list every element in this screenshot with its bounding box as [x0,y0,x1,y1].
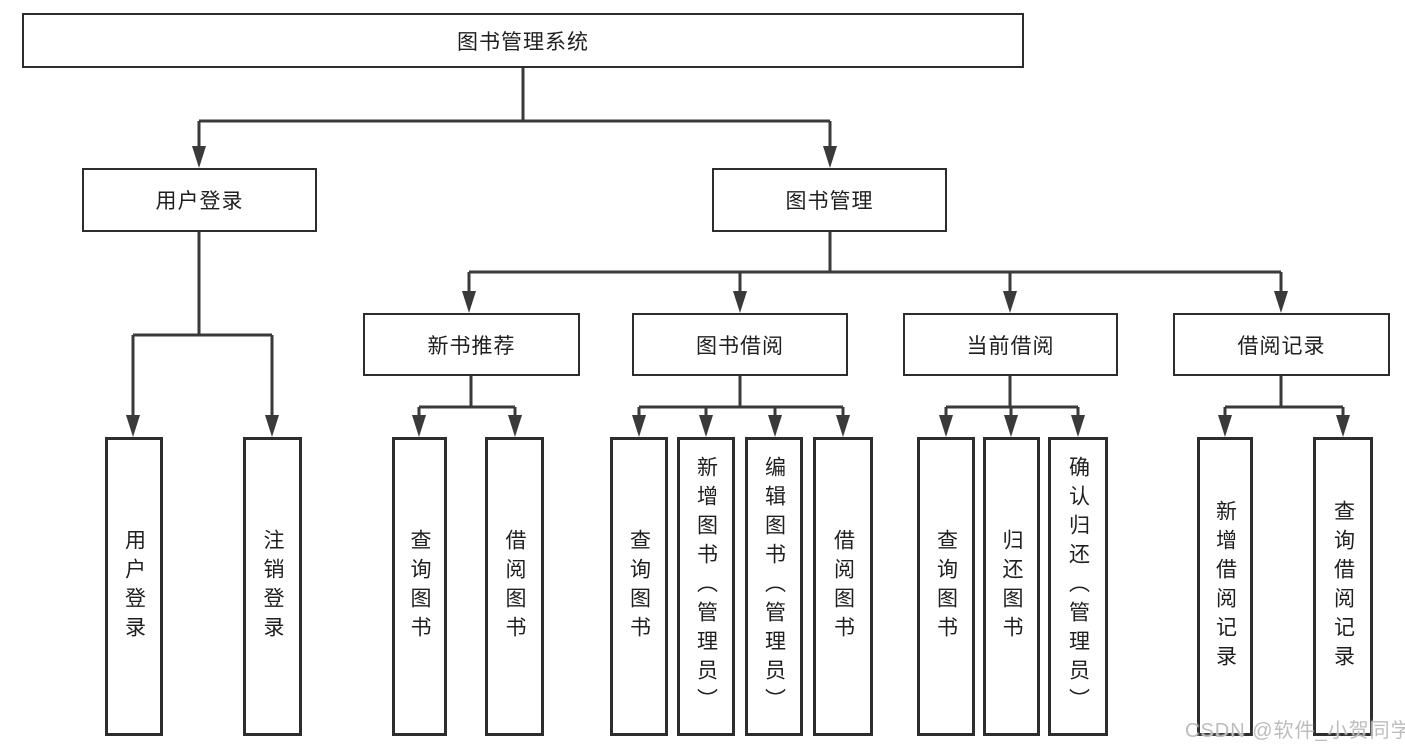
node-label: 图书管理系统 [457,30,589,54]
node-user-login: 用户登录 [82,168,317,232]
leaf-add-books-admin: 新增图书（管理员） [677,437,735,736]
leaf-edit-books-admin: 编辑图书（管理员） [745,437,803,736]
leaf-label: 查询图书 [934,528,958,645]
node-label: 图书管理 [785,190,874,213]
leaf-label: 查询图书 [627,528,651,645]
leaf-label: 新增图书（管理员） [694,456,718,717]
leaf-user-login: 用户登录 [105,437,163,736]
leaf-label: 确认归还（管理员） [1066,456,1090,717]
leaf-label: 查询借阅记录 [1331,499,1355,674]
node-borrow-records: 借阅记录 [1173,313,1390,376]
node-label: 用户登录 [155,190,244,213]
leaf-label: 借阅图书 [831,528,855,645]
node-book-management: 图书管理 [712,168,947,232]
leaf-borrow-books-recommend: 借阅图书 [485,437,544,736]
node-current-borrowing: 当前借阅 [903,313,1118,376]
leaf-label: 新增借阅记录 [1213,499,1237,674]
leaf-query-borrow-record: 查询借阅记录 [1313,437,1373,736]
node-label: 图书借阅 [696,334,784,358]
node-book-borrowing: 图书借阅 [632,313,848,376]
leaf-return-books: 归还图书 [983,437,1040,736]
leaf-add-borrow-record: 新增借阅记录 [1197,437,1253,736]
leaf-label: 归还图书 [1000,528,1023,645]
leaf-label: 用户登录 [122,528,146,645]
leaf-confirm-return-admin: 确认归还（管理员） [1048,437,1108,736]
leaf-label: 查询图书 [408,528,431,645]
leaf-borrow-books: 借阅图书 [813,437,873,736]
leaf-label: 注销登录 [261,528,284,645]
node-new-book-recommend: 新书推荐 [363,313,580,376]
leaf-label: 借阅图书 [503,528,526,645]
leaf-query-books-borrowing: 查询图书 [610,437,668,736]
node-library-management-system: 图书管理系统 [22,13,1024,68]
node-label: 当前借阅 [966,334,1055,358]
csdn-watermark: CSDN @软件_小贺同学 [1185,720,1405,742]
leaf-query-books-recommend: 查询图书 [392,437,447,736]
leaf-label: 编辑图书（管理员） [762,456,786,717]
node-label: 借阅记录 [1237,334,1326,358]
leaf-query-books-current: 查询图书 [917,437,975,736]
node-label: 新书推荐 [427,334,516,358]
leaf-logout: 注销登录 [243,437,302,736]
